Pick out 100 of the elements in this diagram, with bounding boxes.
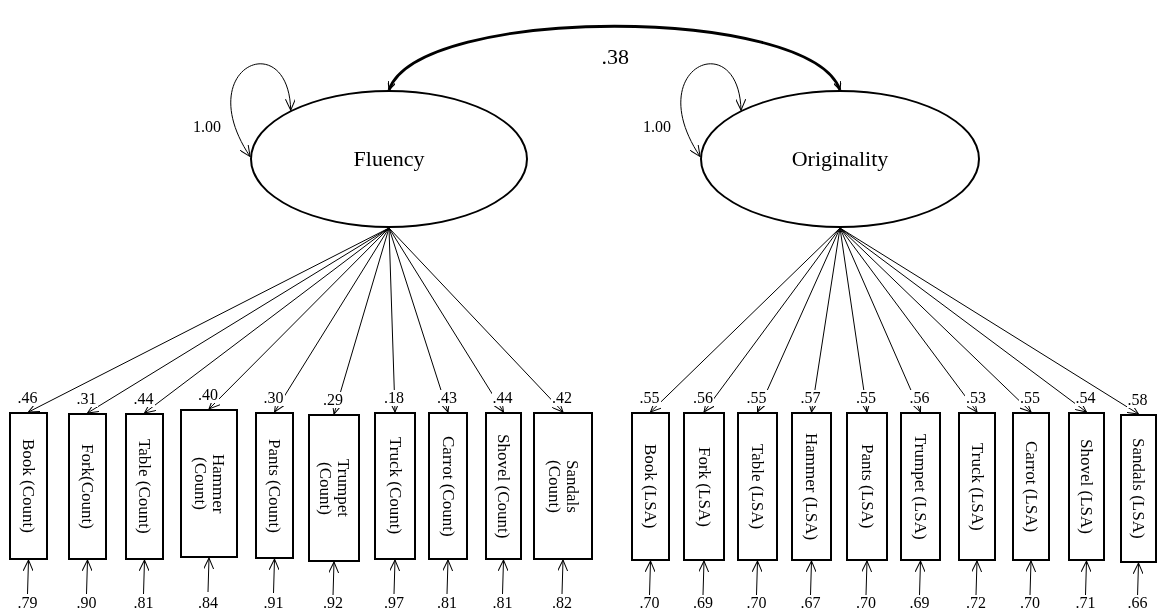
coefficient-label: .70 — [1019, 595, 1041, 611]
observed-variable-box — [68, 413, 107, 560]
variable-name: Fork(Count) — [78, 444, 97, 529]
observed-variable-box — [1120, 414, 1157, 563]
variable-name: Carrot (LSA) — [1022, 440, 1040, 533]
coefficient-label: .54 — [1074, 390, 1097, 406]
coefficient-label: .79 — [16, 595, 39, 611]
arrow — [557, 559, 569, 595]
coefficient-label: .84 — [197, 595, 219, 611]
variable-name: Truck (Count) — [386, 437, 404, 535]
arrow — [698, 560, 710, 596]
variable-name: Sandals (LSA) — [1129, 438, 1148, 539]
variable-name: Pants (LSA) — [858, 444, 876, 529]
coefficient-label: .56 — [692, 390, 714, 406]
observed-variable-box — [308, 414, 360, 562]
coefficient-label: .55 — [745, 390, 768, 406]
coefficient-label: .70 — [745, 595, 768, 611]
observed-variable-box — [737, 412, 778, 561]
arrow — [1132, 562, 1144, 598]
arrow — [805, 560, 817, 596]
arrow — [22, 559, 34, 595]
coefficient-label: .69 — [692, 595, 714, 611]
variable-name: Table (Count) — [135, 439, 154, 534]
arrow — [230, 63, 295, 158]
coefficient-label: .55 — [638, 390, 661, 406]
arrow — [274, 227, 390, 413]
coefficient-label: .44 — [132, 391, 155, 407]
variable-name: Trumpet (Count) — [316, 458, 352, 519]
observed-variable-box — [180, 409, 238, 558]
arrow — [703, 227, 841, 413]
arrow — [138, 559, 150, 595]
coefficient-label: .70 — [638, 595, 661, 611]
arrow — [839, 227, 1032, 413]
arrow — [1025, 560, 1037, 596]
variable-name: Book (Count) — [19, 439, 38, 533]
observed-variable-box — [374, 412, 416, 560]
variable-name: Hammer (Count) — [191, 452, 227, 516]
observed-variable-box — [1012, 412, 1050, 561]
observed-variable-box — [533, 412, 593, 560]
coefficient-label: .69 — [908, 595, 931, 611]
coefficient-label: .97 — [383, 595, 405, 611]
observed-variable-box — [428, 412, 468, 560]
variable-name: Pants (Count) — [265, 438, 284, 533]
arrow — [387, 24, 842, 91]
arrow — [839, 227, 871, 413]
arrow — [203, 557, 215, 593]
variable-name: Fluency — [353, 146, 425, 172]
variable-name: Originality — [791, 146, 889, 172]
observed-variable-box — [631, 412, 670, 561]
coefficient-label: .72 — [965, 595, 987, 611]
arrow — [388, 227, 504, 413]
coefficient-label: .58 — [1126, 392, 1149, 408]
observed-variable-box — [255, 412, 294, 559]
arrow — [328, 561, 340, 597]
coefficient-label: .44 — [491, 390, 514, 406]
variable-name: Book (LSA) — [641, 444, 660, 529]
coefficient-label: .31 — [75, 391, 98, 407]
arrow — [331, 227, 390, 415]
arrow — [839, 227, 1139, 415]
coefficient-label: .92 — [322, 595, 344, 611]
coefficient-label: .71 — [1074, 595, 1097, 611]
variable-name: Sandals (Count) — [545, 458, 581, 515]
arrow — [388, 227, 564, 413]
observed-variable-box — [846, 412, 888, 561]
arrow — [839, 227, 978, 413]
observed-variable-box — [900, 412, 941, 561]
coefficient-label: 1.00 — [192, 118, 223, 135]
coefficient-label: .82 — [551, 595, 573, 611]
arrow — [144, 227, 390, 414]
coefficient-label: .55 — [1019, 390, 1041, 406]
coefficient-label: .53 — [965, 390, 987, 406]
coefficient-label: .40 — [197, 387, 219, 403]
coefficient-label: .70 — [855, 595, 877, 611]
observed-variable-box — [9, 412, 48, 560]
coefficient-label: .43 — [436, 390, 458, 406]
observed-variable-box — [683, 412, 725, 561]
observed-variable-box — [958, 412, 996, 561]
coefficient-label: .81 — [491, 595, 514, 611]
arrow — [208, 227, 390, 410]
arrow — [861, 560, 873, 596]
arrow — [388, 227, 450, 413]
coefficient-label: .66 — [1126, 595, 1149, 611]
coefficient-label: .81 — [436, 595, 458, 611]
observed-variable-box — [485, 412, 522, 560]
observed-variable-box — [1068, 412, 1105, 561]
arrow — [751, 560, 763, 596]
coefficient-label: .90 — [75, 595, 98, 611]
variable-name: Shovel (LSA) — [1077, 439, 1096, 534]
variable-name: Table (LSA) — [748, 443, 767, 530]
observed-variable-box — [791, 412, 832, 561]
arrow — [497, 559, 509, 595]
arrow — [680, 63, 746, 158]
coefficient-label: .55 — [855, 390, 877, 406]
arrow — [389, 559, 401, 595]
coefficient-label: .56 — [908, 390, 931, 406]
coefficient-label: .57 — [799, 390, 822, 406]
arrow — [971, 560, 983, 596]
coefficient-label: .18 — [383, 390, 405, 406]
observed-variable-box — [125, 413, 164, 560]
arrow — [807, 227, 841, 413]
